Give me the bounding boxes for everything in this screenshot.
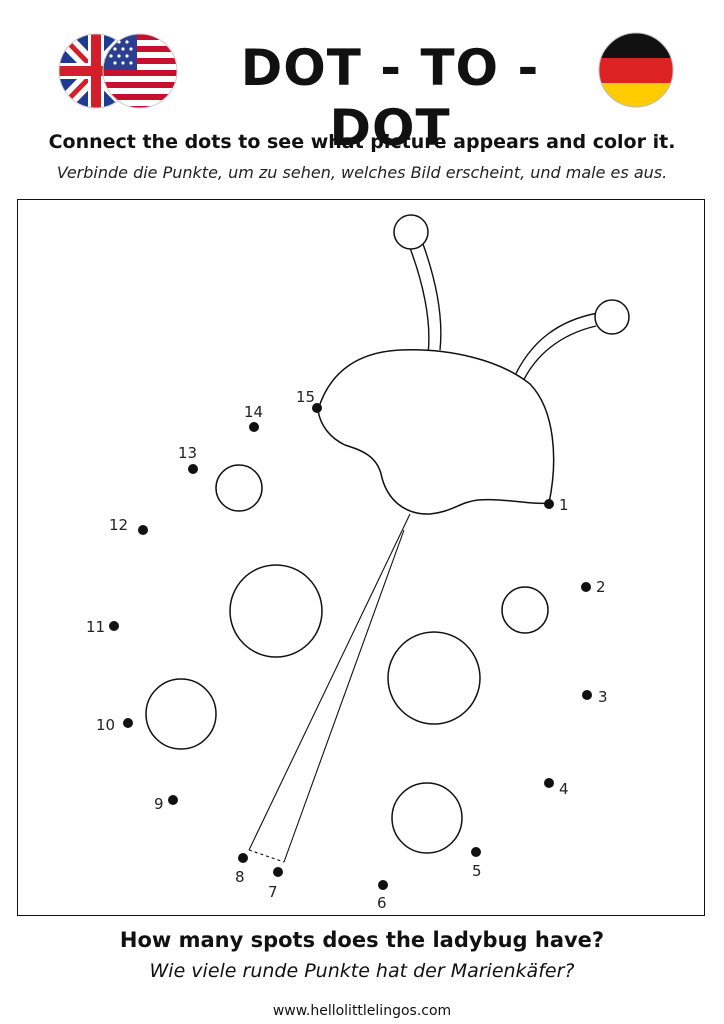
instructions-german: Verbinde die Punkte, um zu sehen, welche… — [56, 163, 668, 182]
dot-2 — [581, 582, 591, 592]
dot-7 — [273, 867, 283, 877]
dot-10 — [123, 718, 133, 728]
dot-label-8: 8 — [235, 868, 245, 886]
dot-label-12: 12 — [109, 516, 128, 534]
dot-5 — [471, 847, 481, 857]
dot-label-1: 1 — [559, 496, 569, 514]
ladybug-antennae — [409, 243, 599, 389]
spot — [145, 678, 217, 750]
dot-label-10: 10 — [96, 716, 115, 734]
dot-13 — [188, 464, 198, 474]
instructions-english: Connect the dots to see what picture app… — [48, 131, 676, 153]
spot — [387, 631, 481, 725]
spot — [215, 464, 263, 512]
dot-label-15: 15 — [296, 388, 315, 406]
us-flag-icon — [103, 34, 177, 108]
spot — [391, 782, 463, 854]
page-title: DOT - TO - DOT — [240, 39, 540, 157]
ladybug-head — [317, 349, 555, 515]
antenna-tip-right — [594, 299, 630, 335]
dot-15 — [312, 403, 322, 413]
dot-label-7: 7 — [268, 883, 278, 901]
question-english: How many spots does the ladybug have? — [119, 928, 605, 952]
dot-12 — [138, 525, 148, 535]
dot-label-6: 6 — [377, 894, 387, 912]
dot-labels: 1 2 3 4 5 6 7 8 9 10 11 12 13 14 15 — [86, 388, 608, 912]
dot-14 — [249, 422, 259, 432]
dot-label-14: 14 — [244, 403, 263, 421]
spot — [229, 564, 323, 658]
header: DOT - TO - DOT — [0, 0, 724, 157]
dot-label-13: 13 — [178, 444, 197, 462]
english-flags-icon — [58, 33, 178, 109]
dot-11 — [109, 621, 119, 631]
dot-9 — [168, 795, 178, 805]
dot-label-11: 11 — [86, 618, 105, 636]
puzzle-frame — [17, 199, 705, 916]
germany-flag-icon — [598, 32, 674, 108]
footer-website: www.hellolittlelingos.com — [272, 1003, 452, 1019]
spot — [501, 586, 549, 634]
dot-8 — [238, 853, 248, 863]
question-german: Wie viele runde Punkte hat der Marienkäf… — [149, 960, 575, 982]
antenna-tip-left — [393, 214, 429, 250]
dot-label-3: 3 — [598, 688, 608, 706]
dot-label-9: 9 — [154, 795, 164, 813]
dot-label-2: 2 — [596, 578, 606, 596]
numbered-dots — [109, 403, 592, 890]
dot-4 — [544, 778, 554, 788]
dot-3 — [582, 690, 592, 700]
ladybug-spots — [145, 464, 549, 854]
wing-split-line — [248, 513, 411, 863]
dot-6 — [378, 880, 388, 890]
dot-1 — [544, 499, 554, 509]
dot-label-4: 4 — [559, 780, 569, 798]
dot-label-5: 5 — [472, 862, 482, 880]
